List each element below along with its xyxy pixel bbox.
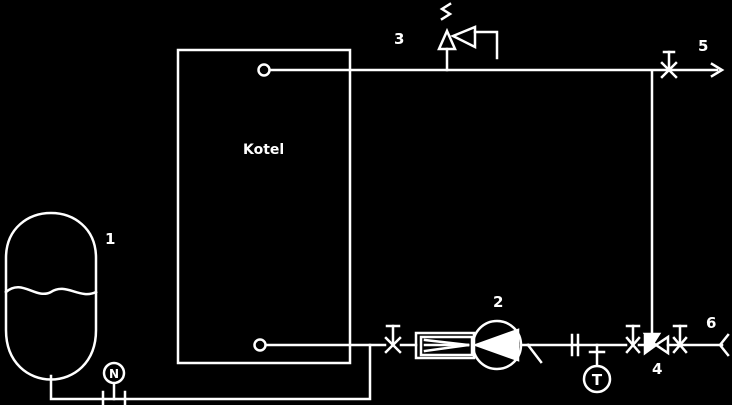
return-shutoff-valve [384,324,402,354]
expansion-vessel [4,211,98,381]
boiler-body [176,48,352,365]
expansion-valve [101,361,127,405]
three-way-mixing-valve [642,332,670,356]
boiler-outlet-port [257,63,271,77]
callout-4: 4 [652,360,662,378]
mixing-inlet-valve [625,324,641,354]
circulation-pump [471,319,523,371]
supply-shutoff-valve [660,50,678,79]
safety-valve [437,2,499,72]
callout-5: 5 [698,37,708,55]
callout-1: 1 [105,230,115,248]
strainer-filter [414,331,476,360]
thermometer-letter: T [592,371,603,389]
callout-3: 3 [394,30,404,48]
return-inlet-arrow [718,333,730,357]
boiler-label: Kotel [243,142,284,158]
expansion-pipe [49,343,372,401]
boiler-return-port [253,338,267,352]
outlet-valve [672,324,688,354]
expansion-gauge-letter: N [109,367,119,381]
callout-2: 2 [493,293,503,311]
thermometer-dial [582,364,612,394]
check-valve [526,333,580,364]
callout-6: 6 [706,314,716,332]
supply-outlet-arrow [710,62,725,78]
